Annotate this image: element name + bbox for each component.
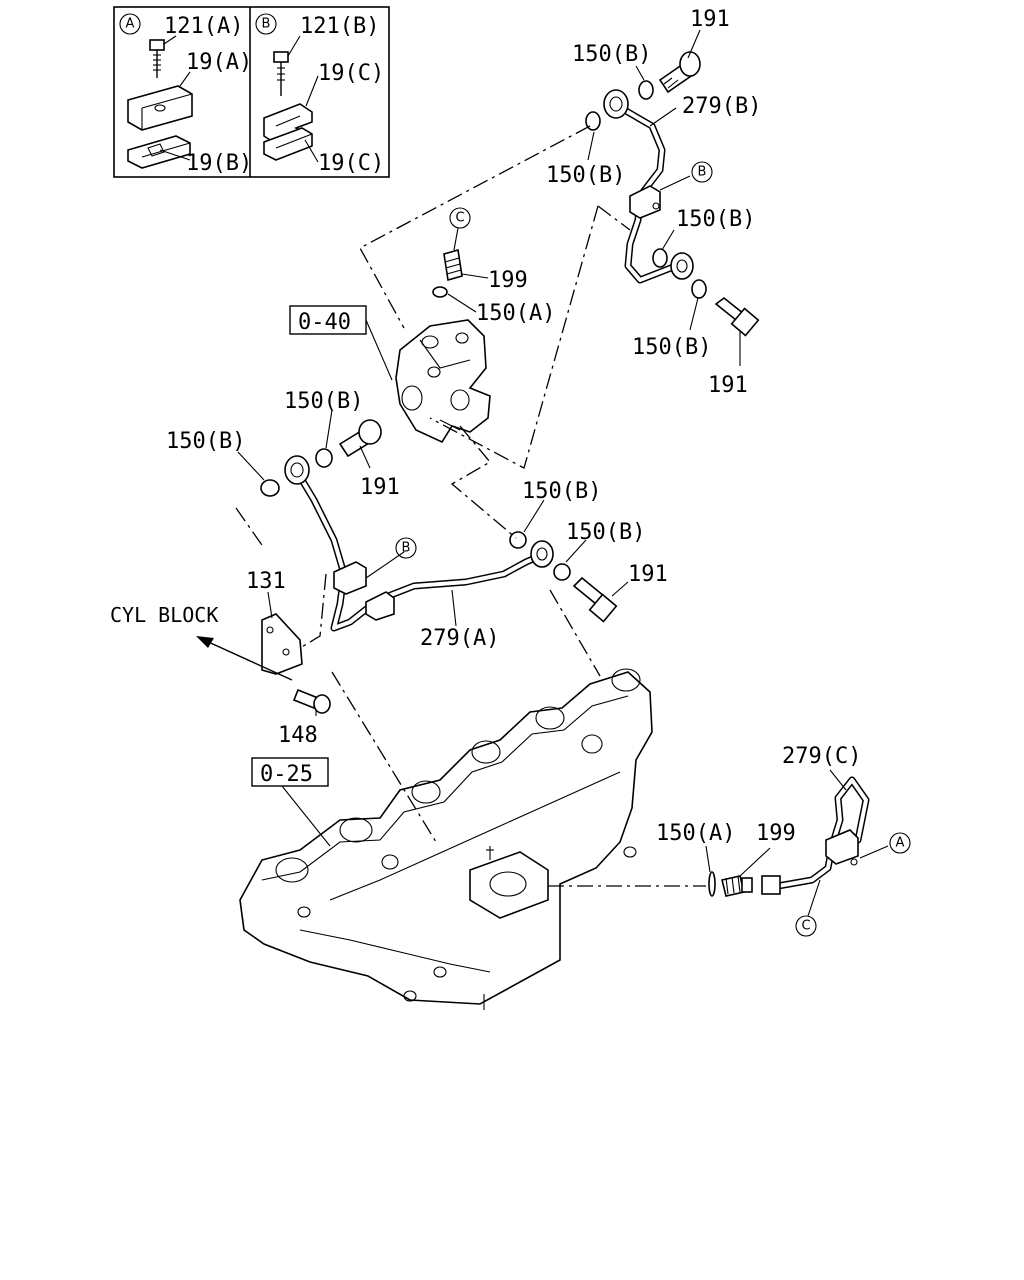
pipe-eye-left-icon — [284, 455, 310, 485]
inset-panel-a: A 121(A) 19(A) 19(B) — [119, 13, 252, 176]
washer-150b-left-icon — [260, 479, 280, 497]
callout-b-mid-label: B — [402, 541, 411, 556]
washer-150a-upper-icon — [432, 286, 448, 298]
washer-150b-mid1-icon — [315, 448, 333, 468]
bolt-121a-icon — [149, 35, 177, 78]
bolt-148-icon — [292, 688, 331, 714]
label-150b-top: 150(B) — [572, 42, 651, 67]
pipe-279b — [603, 89, 694, 284]
label-150b-r2: 150(B) — [632, 335, 711, 360]
callout-a-low-icon — [889, 832, 911, 854]
clamp-a-low-icon — [825, 829, 859, 865]
bolt-191-mid2-icon — [572, 576, 618, 623]
clamp-19a-icon — [127, 71, 193, 131]
callout-a-low-label: A — [896, 836, 905, 851]
inset-b-clamp-top-label: 19(C) — [318, 61, 384, 86]
callout-b-upper-icon — [691, 161, 713, 183]
label-199-upper: 199 — [488, 268, 528, 293]
washer-150b-mid2-icon — [509, 531, 527, 549]
label-131: 131 — [246, 569, 286, 594]
clamp-b-upper-icon — [629, 185, 661, 219]
washer-150b-r2-icon — [691, 279, 707, 299]
part-labels: 191 150(B) 279(B) 150(B) 150(B) 199 150(… — [166, 7, 861, 846]
cyl-block-arrow: CYL BLOCK — [110, 603, 293, 681]
bolt-121b-icon — [273, 35, 301, 96]
inset-a-bolt-label: 121(A) — [164, 14, 243, 39]
callout-circle-b — [255, 13, 277, 35]
inset-a-tag: A — [126, 17, 135, 32]
inset-b-bolt-label: 121(B) — [300, 14, 379, 39]
pipe-eye-upper-icon — [603, 89, 629, 119]
clamp-19c-upper-icon — [263, 75, 319, 145]
washer-150b-upper-icon — [585, 111, 601, 131]
label-150a-upper: 150(A) — [476, 301, 555, 326]
label-279b: 279(B) — [682, 94, 761, 119]
cyl-block-label: CYL BLOCK — [110, 603, 218, 627]
washer-150b-top-icon — [638, 80, 654, 100]
fitting-199-upper-icon — [443, 248, 463, 282]
clamp-19c-lower-icon — [263, 127, 319, 163]
washer-150a-low-icon — [708, 871, 716, 897]
pipe-279a — [284, 455, 554, 632]
label-279c: 279(C) — [782, 744, 861, 769]
injection-pump-body — [395, 319, 491, 444]
pipe-eye-right-icon — [530, 540, 554, 568]
bracket-131-icon — [261, 613, 303, 675]
clamp-b-mid2-icon — [365, 591, 395, 621]
fitting-199-low-icon — [721, 875, 753, 897]
label-148: 148 — [278, 723, 318, 748]
inset-a-clamp-top-label: 19(A) — [186, 50, 252, 75]
ref-box-pump: 0-40 — [289, 305, 367, 335]
label-150b-mid3: 150(B) — [566, 520, 645, 545]
callout-c-upper-label: C — [455, 211, 464, 226]
inset-detail-box: A 121(A) 19(A) 19(B) — [113, 6, 390, 178]
pipe-nut-279c-icon — [761, 875, 781, 895]
label-191-mid: 191 — [360, 475, 400, 500]
label-150a-low: 150(A) — [656, 821, 735, 846]
label-279a: 279(A) — [420, 626, 499, 651]
inset-b-tag: B — [262, 17, 271, 32]
label-191-top: 191 — [690, 7, 730, 32]
label-199-low: 199 — [756, 821, 796, 846]
callout-b-upper-label: B — [698, 165, 707, 180]
callout-c-low-icon — [795, 915, 817, 937]
callout-c-low-label: C — [801, 919, 810, 934]
leader-lines — [237, 29, 889, 917]
clamp-b-mid-icon — [333, 561, 367, 595]
callout-b-mid-icon — [395, 537, 417, 559]
bolt-191-mid-icon — [338, 419, 382, 458]
label-191-mid2: 191 — [628, 562, 668, 587]
bolt-191-right-icon — [714, 296, 760, 337]
label-150b-mid2: 150(B) — [522, 479, 601, 504]
label-150b-right: 150(B) — [676, 207, 755, 232]
label-191-r: 191 — [708, 373, 748, 398]
inset-b-clamp-bottom-label: 19(C) — [318, 151, 384, 176]
intake-manifold-body — [239, 668, 653, 1010]
pipe-eye-lower-icon — [670, 252, 694, 280]
inset-panel-b: B 121(B) 19(C) 19(C) — [255, 13, 384, 176]
label-150b-upper: 150(B) — [546, 163, 625, 188]
assembly-lines — [235, 125, 706, 887]
pipe-279c — [761, 776, 870, 895]
ref-box-manifold: 0-25 — [251, 757, 329, 787]
callout-circle-a — [119, 13, 141, 35]
bolt-191-top-icon — [658, 51, 701, 94]
washer-150b-mid3-icon — [553, 563, 571, 581]
ref-manifold-label: 0-25 — [260, 762, 313, 787]
ref-pump-label: 0-40 — [298, 310, 351, 335]
callout-c-upper-icon — [449, 207, 471, 229]
washer-150b-right-icon — [652, 248, 668, 268]
clamp-19b-icon — [127, 135, 191, 169]
label-150b-mid1: 150(B) — [284, 389, 363, 414]
label-150b-left: 150(B) — [166, 429, 245, 454]
inset-a-clamp-bottom-label: 19(B) — [186, 151, 252, 176]
